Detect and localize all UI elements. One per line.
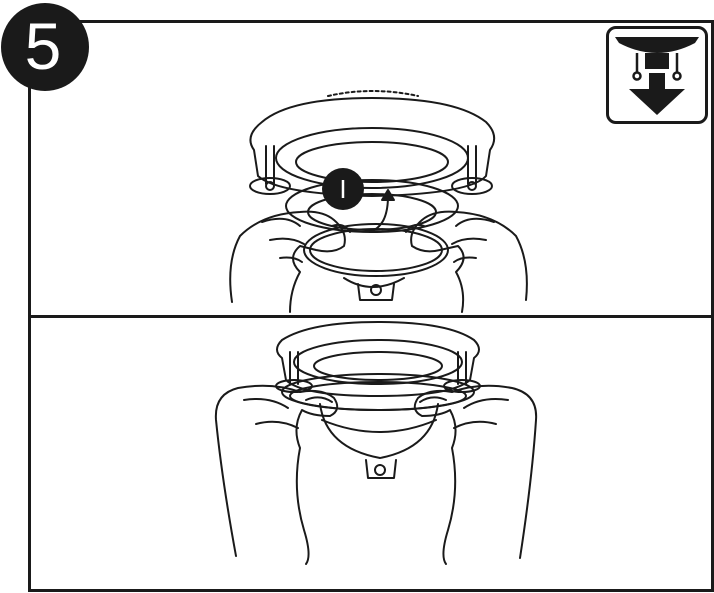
step-badge-circle	[1, 3, 89, 91]
step-number: 5	[24, 9, 62, 83]
bottom-panel-illustration	[214, 321, 538, 565]
remove-disposal-icon	[606, 26, 708, 124]
panel-divider	[28, 315, 714, 318]
callout-marker	[322, 168, 364, 210]
arrow-down-icon	[615, 37, 699, 115]
top-panel-illustration	[229, 90, 528, 313]
callout-label: I	[339, 174, 347, 204]
diagram-frame	[28, 20, 714, 592]
